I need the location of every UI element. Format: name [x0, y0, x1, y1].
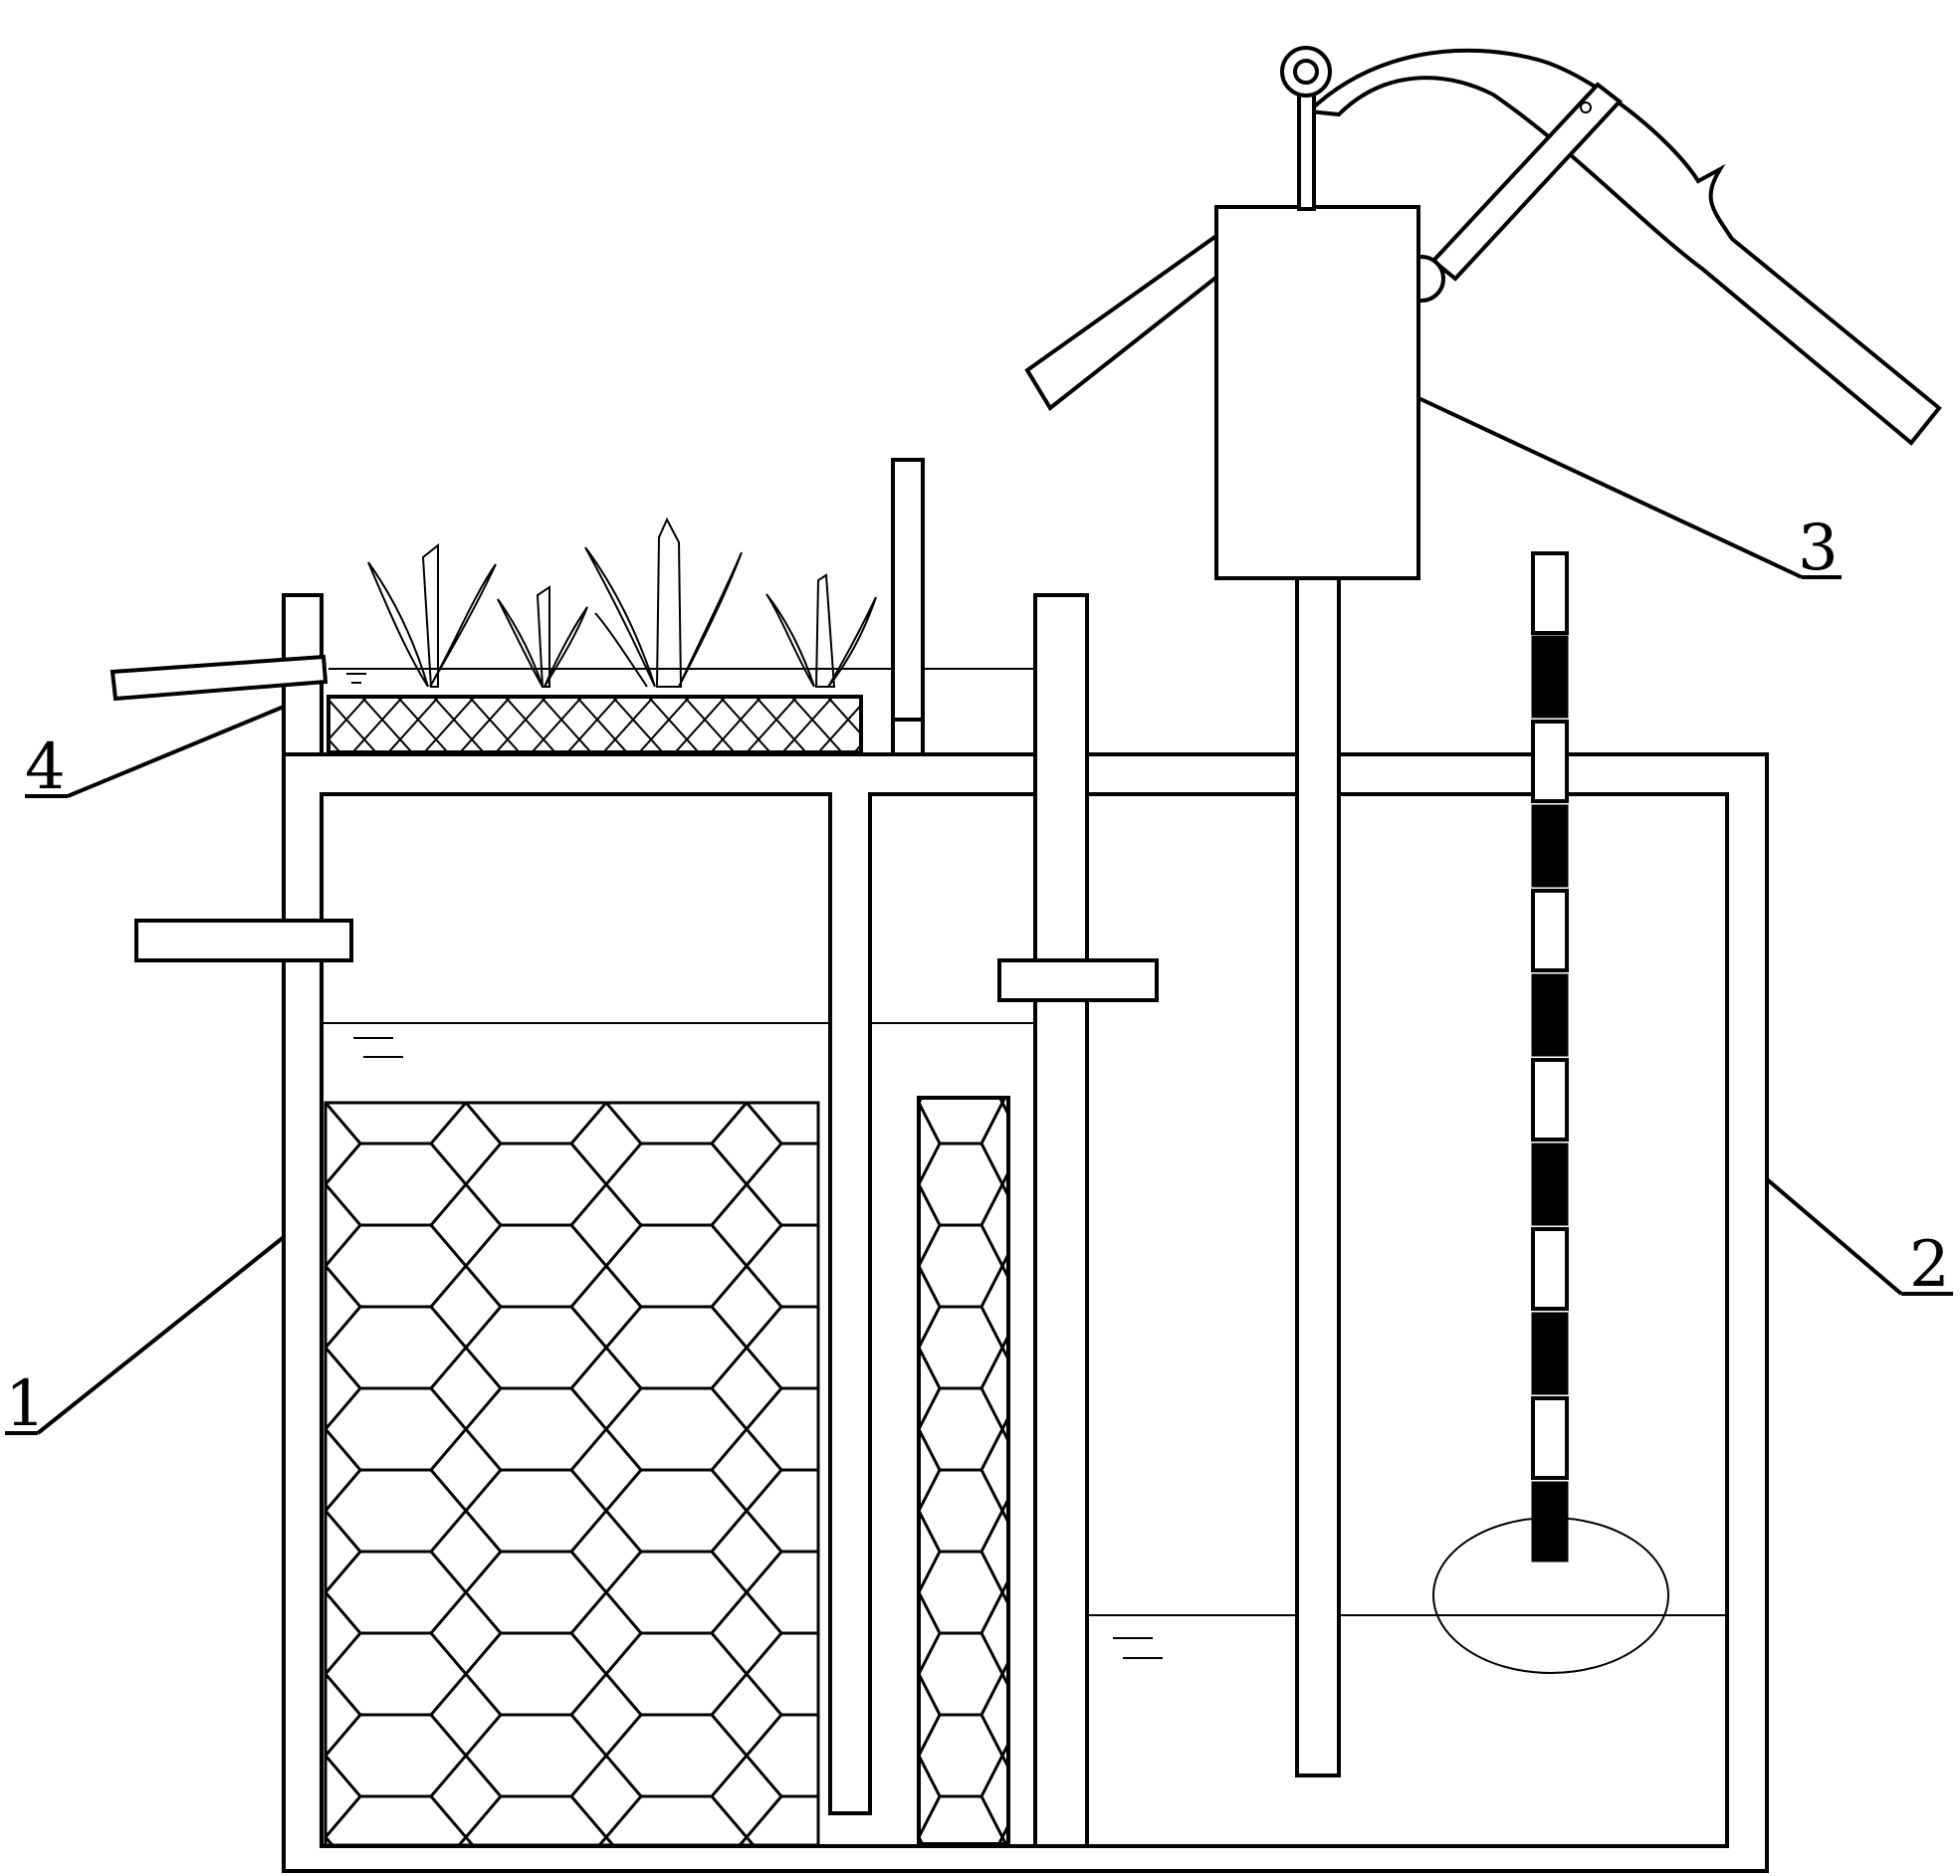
- plant-1: [367, 542, 497, 688]
- middle-filter-column: [917, 1096, 1010, 1846]
- water-level-left: [324, 1022, 830, 1058]
- callout-2: 2: [1909, 1228, 1950, 1302]
- outlet-pipe: [109, 654, 328, 702]
- callout-3: 3: [1798, 512, 1839, 585]
- planting-bed: [327, 668, 1035, 754]
- plant-4: [765, 573, 877, 688]
- left-riser-pipe: [134, 593, 353, 962]
- plants: [367, 517, 877, 688]
- plant-3: [584, 517, 743, 688]
- float-gauge: [1432, 551, 1669, 1674]
- left-filter-media: [324, 1101, 820, 1847]
- vent-pipe: [891, 458, 925, 756]
- plant-2: [497, 585, 588, 688]
- leader-lines: [5, 396, 1953, 1435]
- callout-4: 4: [25, 730, 66, 804]
- hand-pump: [1024, 46, 1942, 1777]
- callout-1: 1: [5, 1367, 46, 1441]
- water-level-right: [1087, 1614, 1725, 1659]
- middle-riser-pipe: [997, 593, 1159, 1848]
